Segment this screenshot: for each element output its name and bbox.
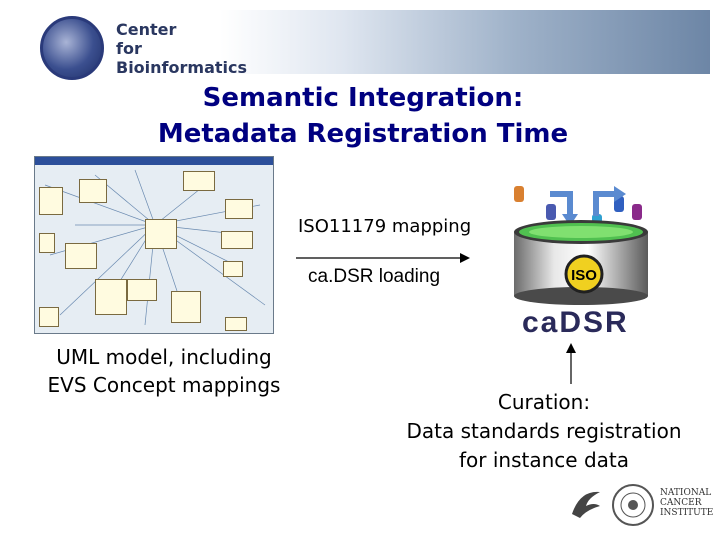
- uml-class-box: [39, 233, 55, 253]
- uml-class-box: [95, 279, 127, 315]
- cadsr-database-icon: ISO: [514, 186, 648, 305]
- org-name: Center for Bioinformatics: [116, 20, 247, 77]
- slide-title: Semantic Integration: Metadata Registrat…: [157, 83, 569, 149]
- uml-class-box: [79, 179, 107, 203]
- curation-arrow: [566, 343, 576, 384]
- cadsr-logo-text: caDSR: [522, 306, 629, 339]
- uml-class-box: [225, 317, 247, 331]
- bioinformatics-logo-icon: [40, 16, 104, 80]
- uml-class-box: [65, 243, 97, 269]
- uml-model-screenshot: [34, 156, 274, 334]
- curation-text: Curation: Data standards registration fo…: [406, 390, 682, 472]
- mapping-arrow: [296, 253, 470, 263]
- iso-badge-text: ISO: [571, 267, 597, 284]
- header-banner: [220, 10, 710, 74]
- uml-class-box: [39, 187, 63, 215]
- uml-class-box: [225, 199, 253, 219]
- hhs-eagle-logo-icon: [572, 491, 600, 518]
- iso-badge-icon: [564, 254, 604, 294]
- uml-class-box: [145, 219, 177, 249]
- nci-logo-text: NATIONAL CANCER INSTITUTE: [660, 488, 714, 518]
- iso-mapping-label: ISO11179 mapping: [298, 216, 472, 237]
- uml-class-box: [221, 231, 253, 249]
- uml-window-titlebar: [35, 157, 273, 165]
- uml-class-box: [183, 171, 215, 191]
- uml-caption: UML model, including EVS Concept mapping…: [47, 345, 281, 397]
- cadsr-loading-label: ca.DSR loading: [308, 266, 441, 287]
- uml-class-box: [171, 291, 201, 323]
- uml-class-box: [127, 279, 157, 301]
- uml-class-box: [223, 261, 243, 277]
- nih-seal-icon: [612, 484, 654, 526]
- uml-class-box: [39, 307, 59, 327]
